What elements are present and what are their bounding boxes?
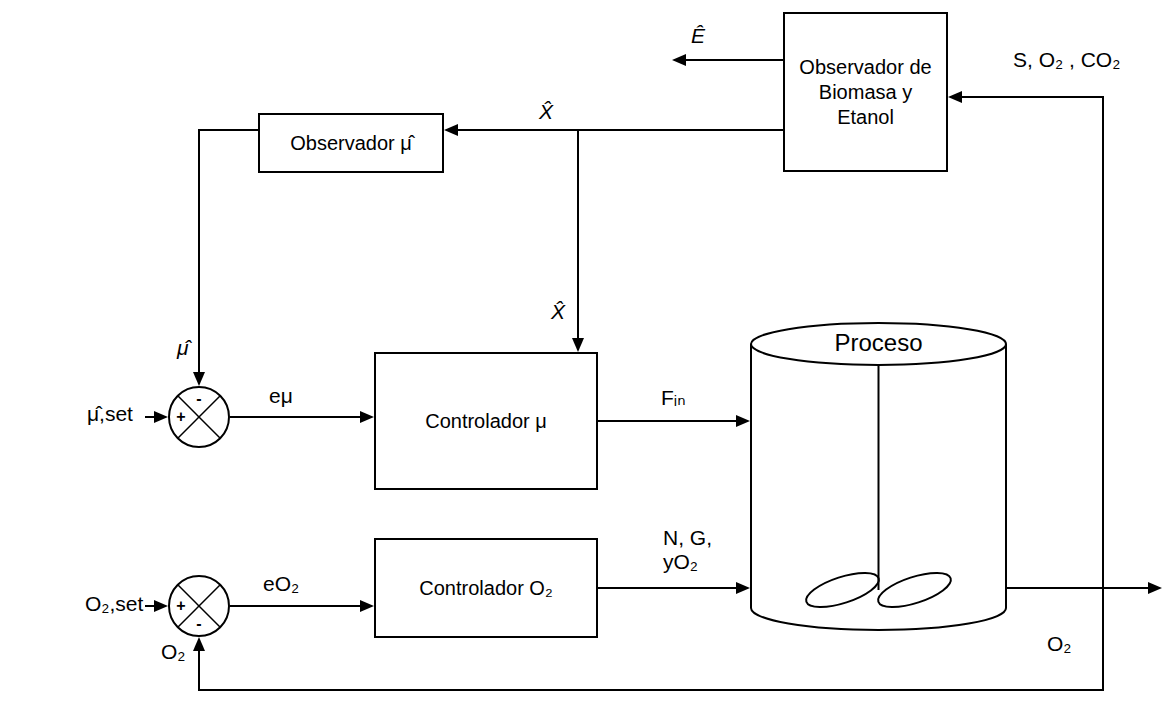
signal-label: N, G, yO₂	[662, 526, 730, 574]
sign-symbol: +	[176, 598, 185, 614]
node-text: Observador μ̂	[290, 131, 412, 156]
signal-label: X̂	[550, 300, 566, 324]
signal-connector	[598, 582, 750, 594]
arrow-head	[154, 411, 168, 423]
process-output-line	[1103, 587, 1150, 589]
arrow-head	[444, 124, 458, 136]
signal-label: eO₂	[262, 572, 300, 596]
signal-connector	[230, 411, 374, 423]
estimate-output-line	[684, 59, 783, 61]
agitator-blade	[802, 566, 882, 614]
signal-label: μ̂,set	[86, 402, 134, 426]
signal-connector	[598, 415, 750, 427]
signal-connector	[230, 600, 374, 612]
node-text: Controlador μ	[425, 409, 547, 434]
arrow-head	[360, 600, 374, 612]
signal-label: S, O₂ , CO₂	[1012, 48, 1121, 72]
controller-box: Controlador O₂	[374, 538, 598, 638]
signal-connector	[193, 130, 258, 386]
process-tank: Proceso	[750, 322, 1007, 630]
tank-top	[751, 323, 1006, 365]
connector-line	[598, 420, 738, 422]
agitator-shaft	[878, 365, 880, 590]
arrow-head	[948, 91, 962, 103]
connector-line	[230, 605, 362, 607]
signal-label: μ̂	[176, 336, 190, 360]
signal-label: Fᵢₙ	[660, 386, 687, 410]
connector-line	[199, 130, 258, 374]
controller-box: Controlador μ	[374, 352, 598, 490]
node-text: Proceso	[750, 331, 1007, 355]
arrow-head	[672, 54, 686, 66]
connector-line	[230, 416, 362, 418]
connector-line	[578, 130, 783, 340]
signal-label: Ê	[690, 24, 706, 48]
sign-symbol: -	[196, 616, 201, 632]
arrow-head	[572, 338, 584, 352]
junction-circle	[169, 576, 229, 636]
arrow-head	[736, 582, 750, 594]
signal-connector	[572, 130, 783, 352]
arrow-head	[154, 600, 168, 612]
arrow-head	[1148, 582, 1162, 594]
tank-body	[751, 344, 1006, 630]
summing-junction: +-	[168, 386, 230, 448]
tank-symbol	[750, 322, 1007, 630]
signal-label: O₂,set	[84, 592, 144, 616]
arrow-head	[736, 415, 750, 427]
sign-symbol: +	[176, 409, 185, 425]
agitator-blade	[874, 566, 954, 614]
signal-label: O₂	[160, 640, 187, 664]
arrow-head	[360, 411, 374, 423]
arrow-head	[193, 372, 205, 386]
summing-junction: +-	[168, 575, 230, 637]
sign-symbol: -	[196, 391, 201, 407]
arrow-head	[193, 637, 205, 651]
junction-circle	[169, 387, 229, 447]
observer-box: Observador de Biomasa y Etanol	[783, 12, 948, 172]
node-text: Observador de Biomasa y Etanol	[795, 55, 936, 130]
signal-label: eμ	[268, 384, 294, 408]
signal-label: X̂	[538, 100, 554, 124]
connector-line	[598, 587, 738, 589]
node-text: Controlador O₂	[419, 576, 552, 601]
observer-box: Observador μ̂	[258, 113, 444, 173]
signal-label: O₂	[1046, 632, 1073, 656]
